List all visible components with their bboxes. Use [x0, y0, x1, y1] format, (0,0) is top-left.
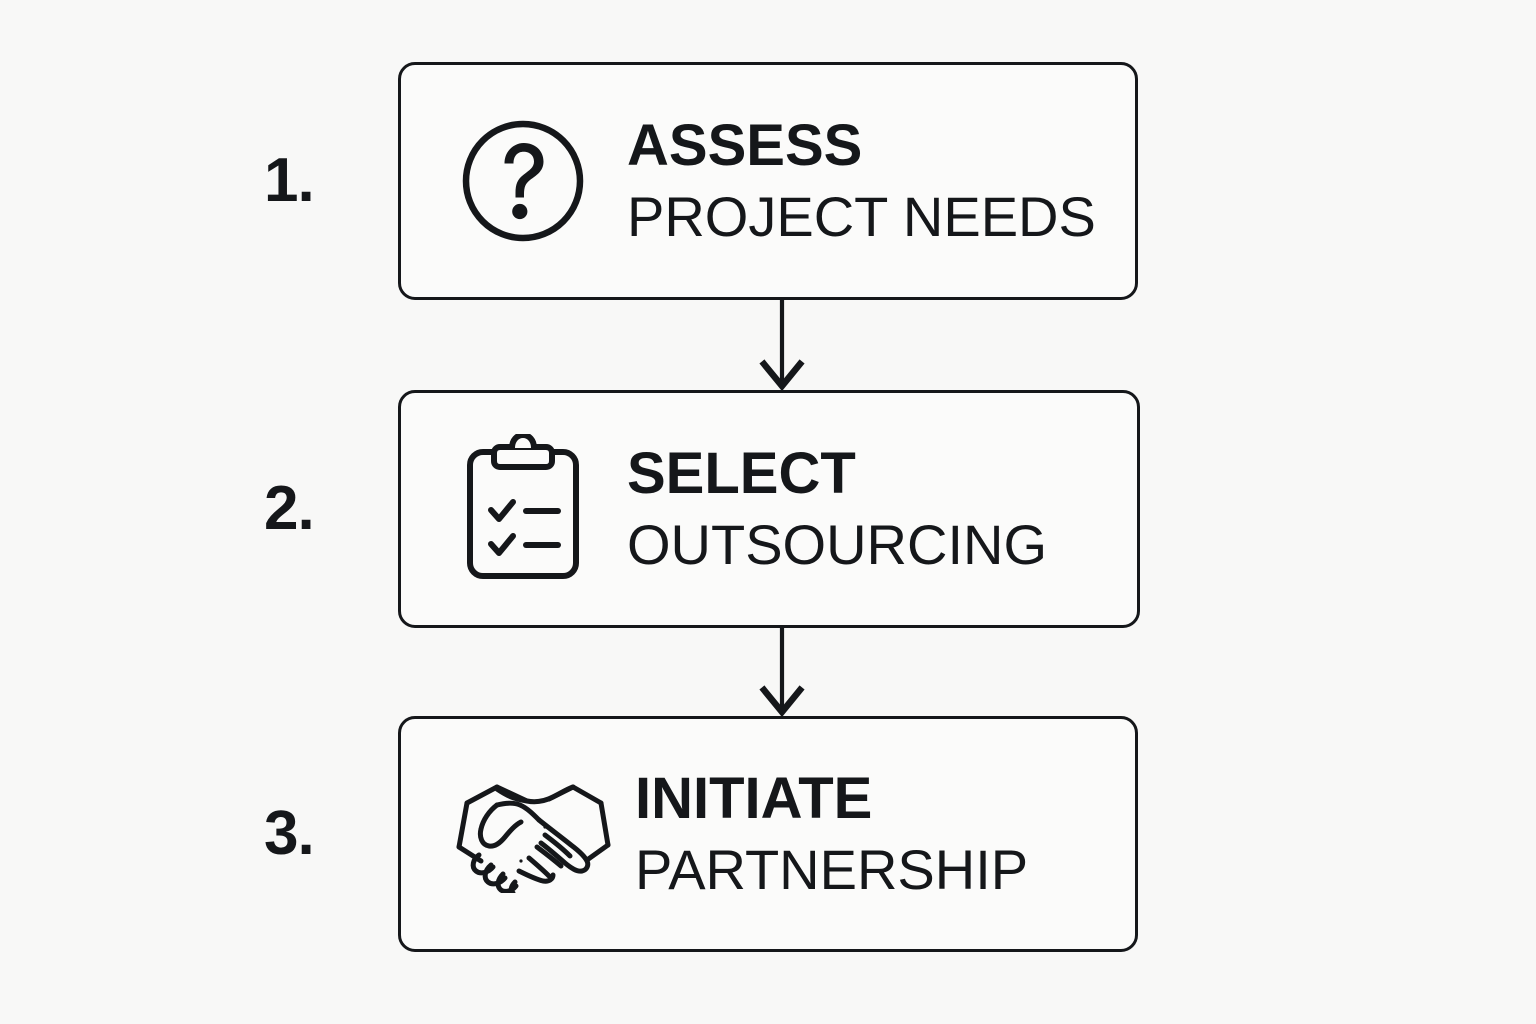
step-row-2: 2. SELECT — [258, 390, 1140, 628]
arrow-step2-to-step3 — [742, 626, 822, 718]
step-row-1: 1. ASSESS PROJECT NEEDS — [258, 62, 1138, 300]
step-title-3: INITIATE — [635, 766, 873, 831]
step-title-1: ASSESS — [627, 113, 863, 178]
clipboard-checklist-icon — [453, 434, 593, 584]
step-number-2: 2. — [264, 474, 315, 543]
arrow-step1-to-step2 — [742, 298, 822, 392]
step-row-3: 3. — [258, 716, 1138, 952]
step-box-initiate[interactable]: INITIATE PARTNERSHIP — [398, 716, 1138, 952]
step-text-1: ASSESS PROJECT NEEDS — [627, 117, 1096, 245]
step-text-2: SELECT OUTSOURCING — [627, 445, 1047, 573]
handshake-icon — [453, 774, 613, 894]
question-mark-circle-icon — [453, 111, 593, 251]
step-subtitle-2: OUTSOURCING — [627, 513, 1047, 576]
step-box-assess[interactable]: ASSESS PROJECT NEEDS — [398, 62, 1138, 300]
step-number-3: 3. — [264, 799, 315, 868]
step-subtitle-1: PROJECT NEEDS — [627, 185, 1096, 248]
step-text-3: INITIATE PARTNERSHIP — [635, 770, 1028, 898]
step-title-2: SELECT — [627, 441, 856, 506]
step-subtitle-3: PARTNERSHIP — [635, 838, 1029, 901]
step-number-1: 1. — [264, 146, 315, 215]
step-box-select[interactable]: SELECT OUTSOURCING — [398, 390, 1140, 628]
